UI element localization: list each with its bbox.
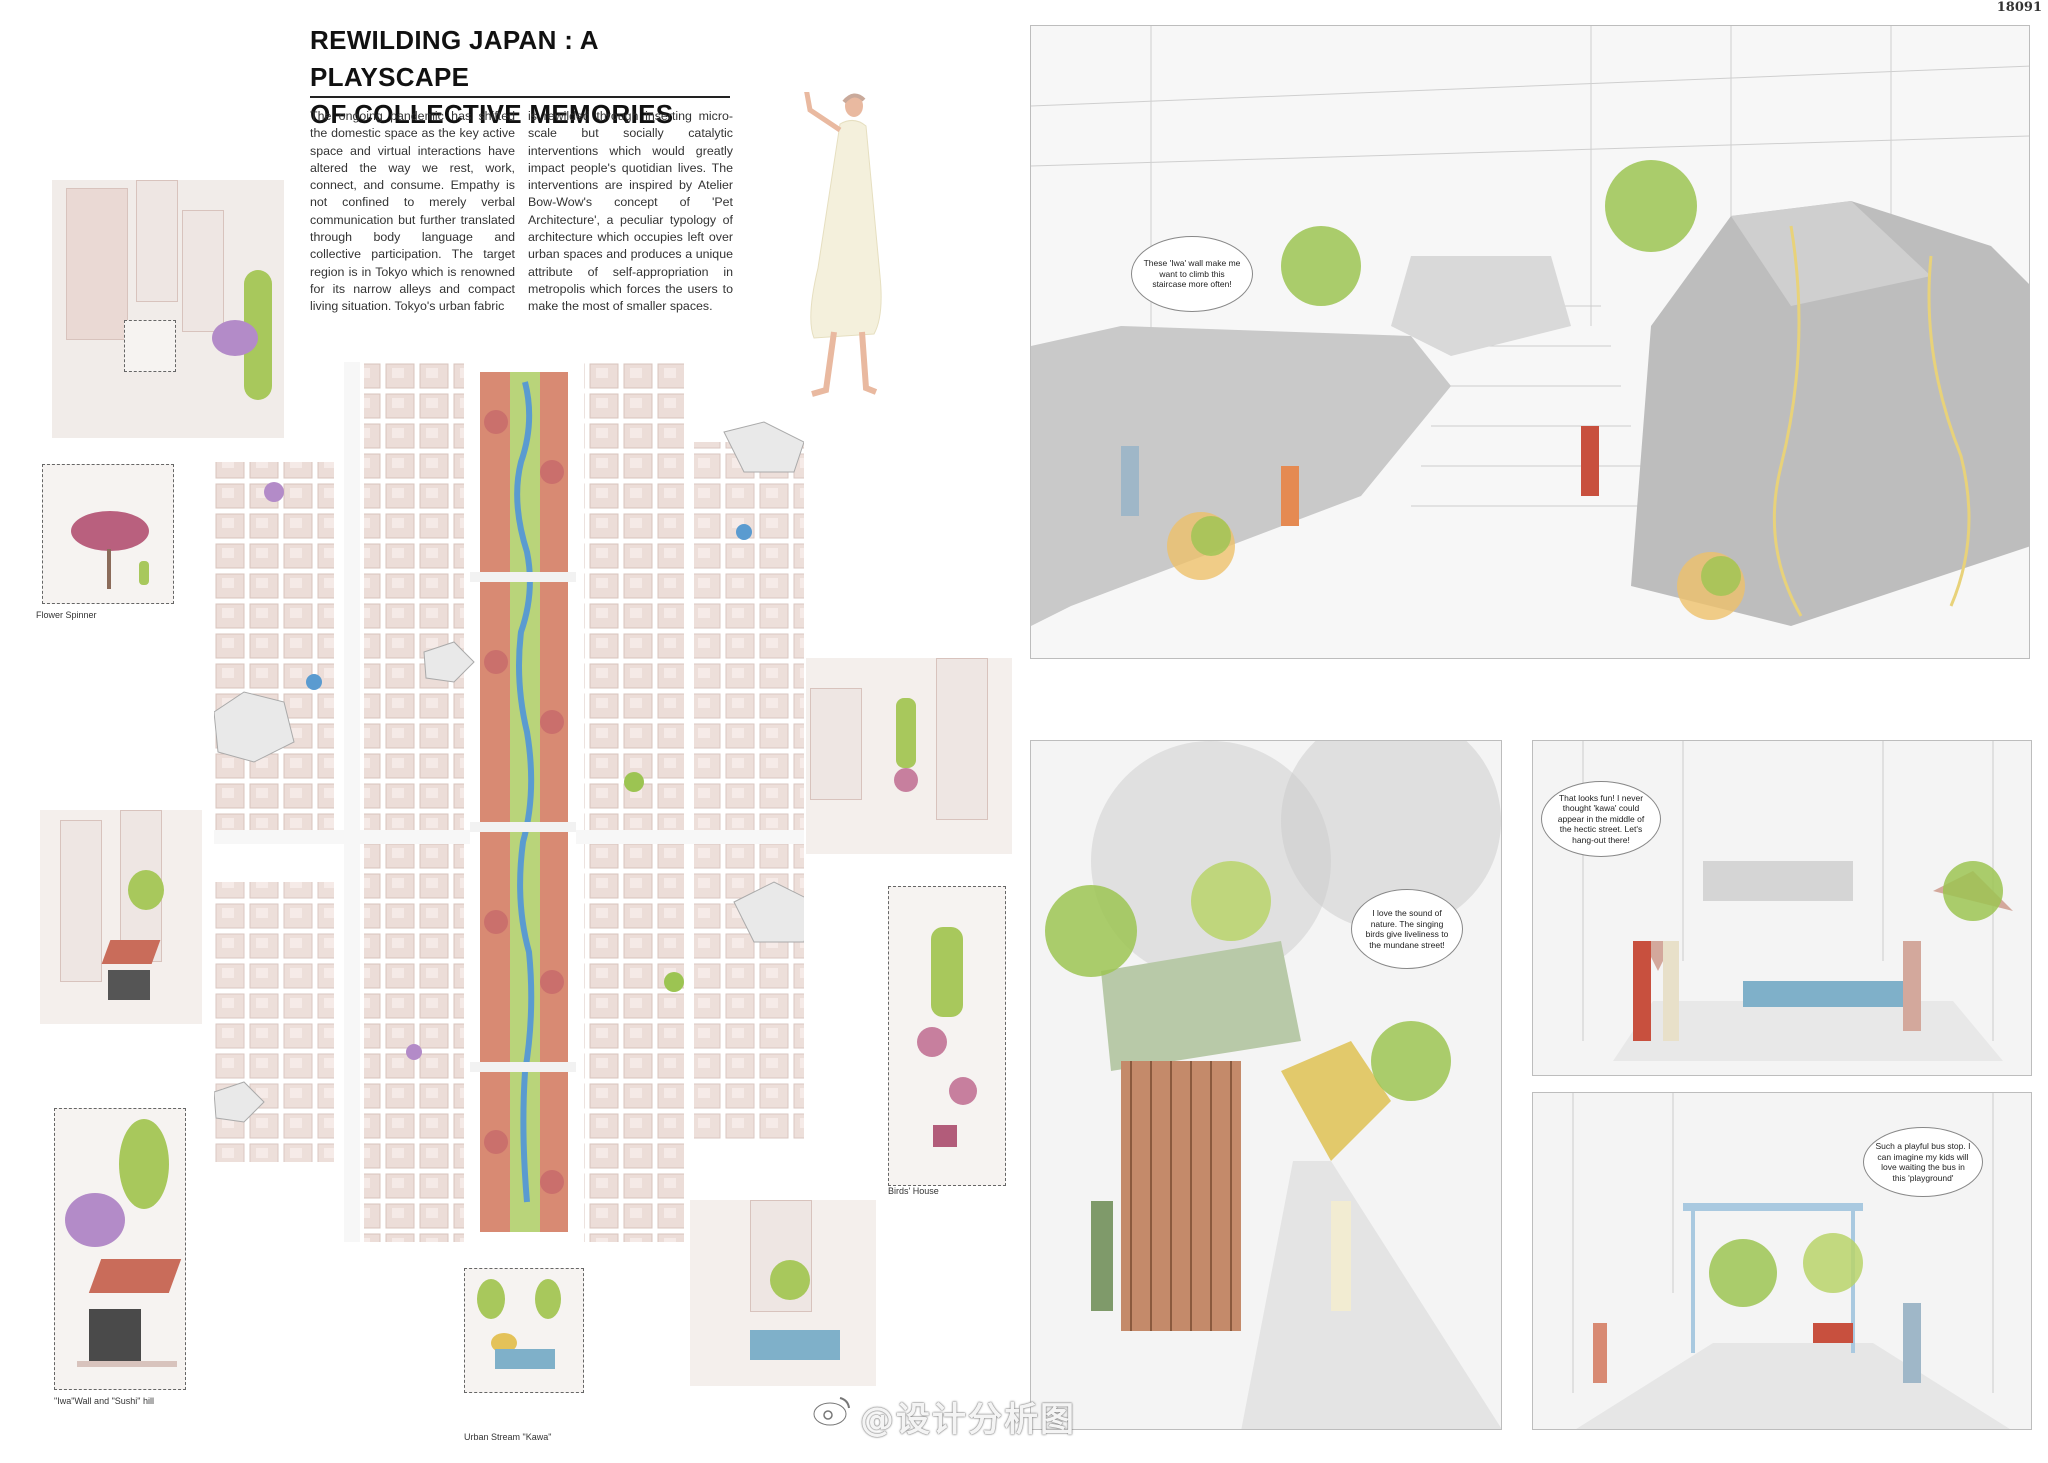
flower-spinner-model <box>52 180 284 438</box>
staircase-perspective-panel: These 'Iwa' wall make me want to climb t… <box>1030 25 2030 659</box>
speech-bubble-staircase: These 'Iwa' wall make me want to climb t… <box>1131 236 1253 312</box>
caption-urban-stream: Urban Stream "Kawa" <box>464 1432 552 1442</box>
speech-bubble-kawa: That looks fun! I never thought 'kawa' c… <box>1541 781 1661 857</box>
flower-spinner-inset <box>42 464 174 604</box>
caption-flower-spinner: Flower Spinner <box>36 610 97 620</box>
description-column-2: is rewilded through inserting micro-scal… <box>528 109 733 314</box>
iwa-wall-model <box>40 810 202 1024</box>
title-line-1: REWILDING JAPAN : A PLAYSCAPE <box>310 25 598 92</box>
sheet-id: 18091 <box>1996 0 2042 15</box>
caption-birds-house: Birds' House <box>888 1186 939 1196</box>
urban-stream-perspective-panel: That looks fun! I never thought 'kawa' c… <box>1532 740 2032 1076</box>
urban-stream-inset <box>464 1268 584 1393</box>
urban-plan-map <box>214 362 804 1242</box>
bus-stop-perspective-panel: Such a playful bus stop. I can imagine m… <box>1532 1092 2032 1430</box>
urban-stream-model <box>690 1200 876 1386</box>
woman-figure-illustration <box>782 92 912 398</box>
speech-bubble-bus-stop: Such a playful bus stop. I can imagine m… <box>1863 1127 1983 1197</box>
title-divider <box>310 96 730 98</box>
caption-iwa-wall: "Iwa"Wall and "Sushi" hill <box>54 1396 154 1406</box>
watermark: @设计分析图 <box>860 1400 1076 1440</box>
weibo-icon <box>812 1394 852 1428</box>
birds-house-model <box>806 658 1012 854</box>
speech-bubble-nature: I love the sound of nature. The singing … <box>1351 889 1463 969</box>
birds-house-inset <box>888 886 1006 1186</box>
iwa-wall-inset <box>54 1108 186 1390</box>
page-title: REWILDING JAPAN : A PLAYSCAPE OF COLLECT… <box>310 22 730 133</box>
birds-house-perspective-panel: I love the sound of nature. The singing … <box>1030 740 1502 1430</box>
title-line-2: OF COLLECTIVE MEMORIES <box>310 99 674 129</box>
description-column-1: The ongoing pandemic has shifted the dom… <box>310 109 515 314</box>
